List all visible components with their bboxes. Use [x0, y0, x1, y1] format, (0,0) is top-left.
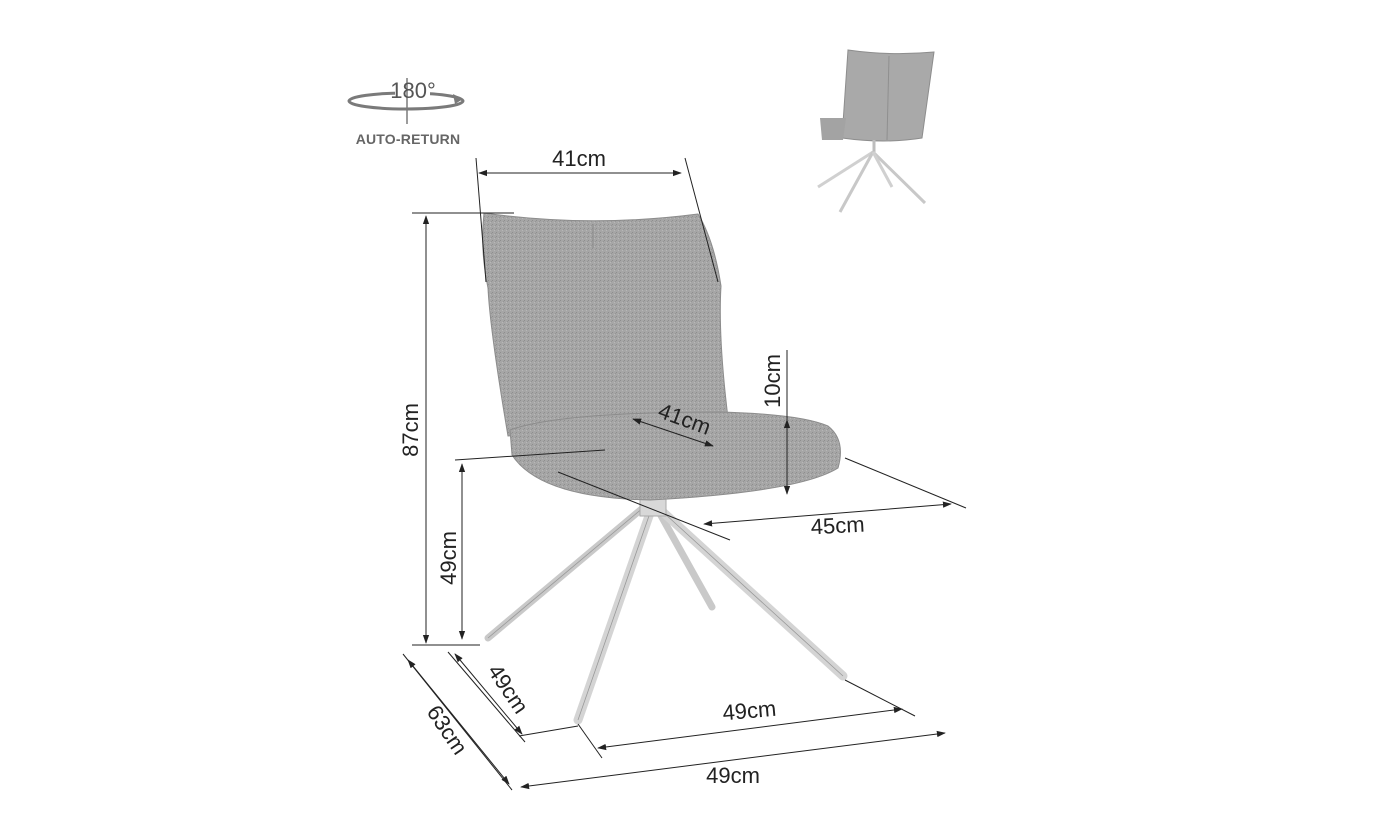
chair-illustration — [482, 212, 848, 725]
backrest-width-label: 41cm — [552, 146, 606, 171]
seat-depth-label: 45cm — [810, 512, 865, 540]
seat-height-label: 49cm — [436, 531, 461, 585]
seat-thickness-label: 10cm — [760, 354, 785, 408]
rotation-180-icon: 180° — [347, 78, 465, 124]
base-depth-label: 49cm — [483, 660, 534, 719]
base-width-label: 49cm — [721, 696, 777, 726]
dimension-lines — [402, 157, 967, 791]
total-height-label: 87cm — [398, 403, 423, 457]
chair-rear-thumbnail — [817, 49, 935, 213]
rotation-degrees-label: 180° — [390, 78, 436, 103]
total-width-label: 49cm — [706, 763, 760, 788]
auto-return-label: AUTO-RETURN — [356, 131, 461, 147]
